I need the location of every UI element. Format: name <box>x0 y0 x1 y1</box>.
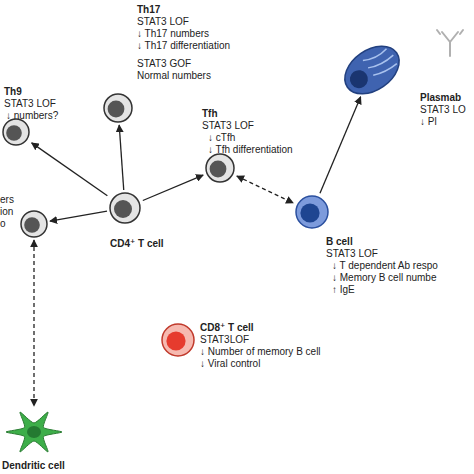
cell-nucleus <box>166 331 185 350</box>
cell-note: ↓ Memory B cell numbe <box>332 272 436 284</box>
cell-name: ers <box>0 194 14 206</box>
plasma-cell-shape <box>336 36 408 103</box>
cell-name: Dendritic cell <box>2 460 65 472</box>
cell-node: TfhSTAT3 LOF↓ cTfh↓ Tfh differentiation <box>205 153 235 183</box>
cell-note: STAT3 LOF <box>137 16 189 28</box>
cell-note: ↓ Tfh differentiation <box>208 144 293 156</box>
cell-icon <box>341 45 403 95</box>
cell-note: STAT3 LOF <box>326 248 378 260</box>
cell-note: ↓ Th17 numbers <box>137 28 209 40</box>
cell-membrane <box>296 196 328 228</box>
cell-note: STAT3 LOF <box>202 120 254 132</box>
cell-name: Plasmab <box>420 92 461 104</box>
cell-note: ↓ Pl <box>420 116 437 128</box>
arrow <box>320 97 361 193</box>
cell-name: Th17 <box>137 4 160 16</box>
cell-nucleus <box>6 125 22 141</box>
cell-nucleus <box>108 101 125 118</box>
cell-node: B cellSTAT3 LOF↓ T dependent Ab respo↓ M… <box>295 195 329 229</box>
cell-name: B cell <box>326 236 353 248</box>
cell-node: Th17STAT3 LOF↓ Th17 numbers↓ Th17 differ… <box>103 93 133 123</box>
antibody-symbol <box>437 30 463 56</box>
cell-note: STAT3LOF <box>200 334 249 346</box>
cell-nucleus <box>300 203 319 222</box>
cell-membrane <box>110 193 140 223</box>
cell-node: Th9STAT3 LOF↓ numbers? <box>2 118 30 146</box>
cell-note: ↓ Viral control <box>200 358 260 370</box>
arrow <box>50 211 107 221</box>
antibody-stroke <box>442 32 458 56</box>
arrow <box>143 175 203 200</box>
cell-icon <box>109 192 141 224</box>
cell-membrane <box>336 36 408 103</box>
cell-icon <box>161 323 195 357</box>
cell-icon <box>4 408 64 456</box>
reticulum-line <box>373 60 397 78</box>
cell-name: CD4⁺ T cell <box>110 238 164 250</box>
cell-node: PlasmabSTAT3 LO↓ Pl <box>341 45 403 95</box>
cell-note: ↓ Number of memory B cell <box>200 346 321 358</box>
cell-node: CD4⁺ T cell <box>109 192 141 224</box>
cell-membrane <box>3 119 29 145</box>
cell-note: ↓ Th17 differentiation <box>137 40 230 52</box>
cell-note: ↓ numbers? <box>6 110 58 122</box>
cell-note: Normal numbers <box>137 70 211 82</box>
cell-name: CD8⁺ T cell <box>200 322 254 334</box>
cell-nucleus <box>27 426 41 438</box>
dendritic-shape <box>6 412 62 452</box>
cell-note: o <box>0 218 6 230</box>
cell-note: ↑ IgE <box>332 284 355 296</box>
cell-membrane <box>206 154 234 182</box>
cell-nucleus <box>210 161 227 178</box>
cell-name: Tfh <box>202 108 218 120</box>
cell-note: STAT3 GOF <box>137 58 191 70</box>
cell-note: ion <box>0 206 13 218</box>
cell-icon <box>295 195 329 229</box>
cell-node: CD8⁺ T cellSTAT3LOF↓ Number of memory B … <box>161 323 195 357</box>
cell-note: ↓ T dependent Ab respo <box>332 260 438 272</box>
cell-nucleus <box>114 200 132 218</box>
cell-node: ersiono <box>20 210 48 238</box>
cell-name: Th9 <box>4 86 22 98</box>
cell-node: Dendritic cell <box>4 408 64 456</box>
cell-nucleus <box>24 217 40 233</box>
cell-icon <box>205 153 235 183</box>
cell-icon <box>20 210 48 238</box>
cell-icon <box>103 93 133 123</box>
dashed-arrow <box>237 176 293 203</box>
cell-note: ↓ cTfh <box>208 132 235 144</box>
arrow <box>32 143 108 196</box>
antibody-stroke <box>437 30 463 34</box>
dashed-arrow <box>33 240 34 406</box>
cell-membrane <box>21 211 47 237</box>
cell-note: STAT3 LO <box>420 104 466 116</box>
cell-nucleus <box>346 67 371 92</box>
cell-icon <box>2 118 30 146</box>
cell-note: STAT3 LOF <box>4 98 56 110</box>
cell-membrane <box>104 94 132 122</box>
cell-membrane <box>162 324 194 356</box>
arrow <box>119 125 124 190</box>
